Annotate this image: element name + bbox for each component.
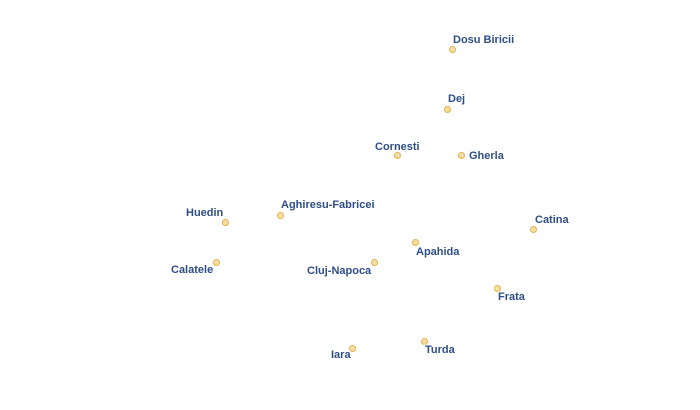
place-label-cluj-napoca[interactable]: Cluj-Napoca — [307, 265, 372, 277]
place-marker-catina[interactable] — [529, 225, 537, 233]
place-marker-calatele[interactable] — [212, 258, 220, 266]
place-marker-apahida[interactable] — [411, 238, 419, 246]
place-marker-huedin[interactable] — [221, 218, 229, 226]
place-label-dej[interactable]: Dej — [448, 93, 466, 105]
place-marker-cluj-napoca[interactable] — [370, 258, 378, 266]
place-marker-gherla[interactable] — [457, 151, 465, 159]
place-label-aghiresu-fabricei[interactable]: Aghiresu-Fabricei — [281, 199, 375, 211]
place-label-iara[interactable]: Iara — [331, 349, 351, 361]
place-marker-iara[interactable] — [348, 344, 356, 352]
place-marker-frata[interactable] — [493, 284, 501, 292]
place-label-dosu-biricii[interactable]: Dosu Biricii — [453, 34, 515, 46]
place-label-catina[interactable]: Catina — [535, 214, 569, 226]
place-label-gherla[interactable]: Gherla — [469, 150, 504, 162]
place-label-huedin[interactable]: Huedin — [186, 207, 224, 219]
place-marker-dosu-biricii[interactable] — [448, 45, 456, 53]
place-marker-aghiresu-fabricei[interactable] — [276, 211, 284, 219]
place-marker-cornesti[interactable] — [393, 151, 401, 159]
place-label-turda[interactable]: Turda — [425, 344, 455, 356]
place-label-frata[interactable]: Frata — [498, 291, 525, 303]
place-marker-dej[interactable] — [443, 105, 451, 113]
place-label-apahida[interactable]: Apahida — [416, 246, 460, 258]
place-label-calatele[interactable]: Calatele — [171, 264, 214, 276]
place-marker-turda[interactable] — [420, 337, 428, 345]
place-label-cornesti[interactable]: Cornesti — [375, 141, 420, 153]
